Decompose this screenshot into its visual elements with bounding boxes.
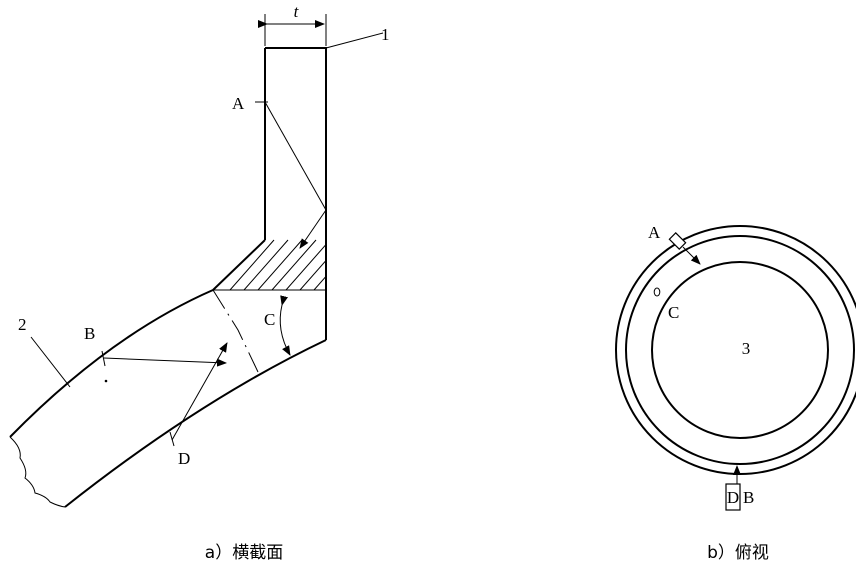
scan-path-D: D <box>169 342 228 468</box>
probe-A-transducer <box>668 232 687 250</box>
caption-cross-section: a）横截面 <box>205 543 283 563</box>
top-probe-C-label: C <box>668 303 679 322</box>
thickness-dimension: t <box>258 2 327 46</box>
probe-A-label: A <box>232 94 245 113</box>
middle-ring <box>625 235 855 465</box>
probe-C-marker <box>653 287 661 297</box>
scan-path-C: C <box>264 295 291 356</box>
weld-zone <box>212 210 327 340</box>
probe-D-box <box>725 483 741 511</box>
caption-top-view: b）俯视 <box>707 543 769 563</box>
curved-shell-part-2: 2 <box>9 289 327 508</box>
cross-section-view: t 1 <box>9 2 390 563</box>
top-probe-A-label: A <box>648 223 661 242</box>
inner-ring <box>651 261 829 439</box>
thickness-label: t <box>294 2 300 21</box>
part-2-label: 2 <box>18 315 27 334</box>
probe-A-position: A <box>648 223 701 265</box>
weld-centerline <box>212 289 259 373</box>
part-3-label: 3 <box>742 339 751 358</box>
probe-C-position: C <box>653 287 679 322</box>
probe-C-label: C <box>264 310 275 329</box>
top-probe-D-label: D <box>727 488 739 507</box>
weld-hatching <box>229 239 326 290</box>
top-probe-B-label: B <box>743 488 754 507</box>
scan-path-A: A <box>232 94 327 249</box>
vertical-plate-part-1: 1 <box>264 25 390 240</box>
scan-path-B: B <box>84 324 227 383</box>
probe-B-label: B <box>84 324 95 343</box>
probe-D-label: D <box>178 449 190 468</box>
part-1-label: 1 <box>381 25 390 44</box>
probe-DB-position: D B <box>725 465 754 511</box>
top-view: 3 A C D B b）俯视 <box>615 223 856 563</box>
